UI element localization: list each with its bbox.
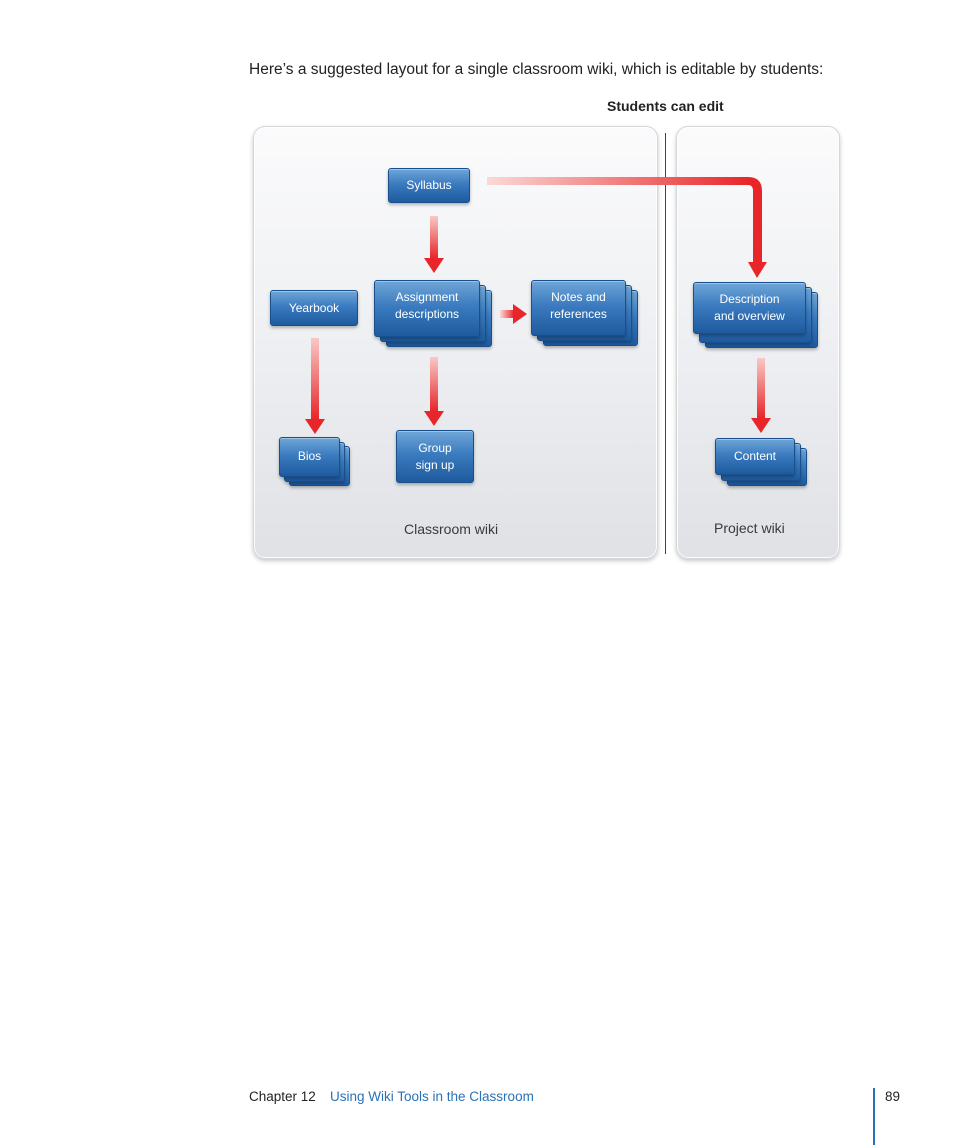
footer-chapter-title-link[interactable]: Using Wiki Tools in the Classroom bbox=[330, 1089, 534, 1104]
wiki-layout-diagram: Students can edit bbox=[253, 98, 840, 559]
content-box: Content bbox=[715, 438, 795, 475]
description-and-overview-box: Description and overview bbox=[693, 282, 806, 334]
arrow-syllabus-to-description bbox=[487, 177, 767, 278]
diagram-arrows bbox=[305, 177, 771, 434]
editable-divider-line bbox=[665, 133, 666, 554]
project-wiki-label: Project wiki bbox=[714, 520, 785, 536]
arrow-syllabus-to-assignment bbox=[424, 216, 444, 273]
arrow-assignment-to-notes bbox=[500, 304, 527, 324]
arrow-yearbook-to-bios bbox=[305, 338, 325, 434]
arrow-assignment-to-group bbox=[424, 357, 444, 426]
footer-page-number: 89 bbox=[885, 1089, 901, 1104]
arrow-description-to-content bbox=[751, 358, 771, 433]
classroom-wiki-label: Classroom wiki bbox=[404, 521, 499, 537]
footer-chapter-number: Chapter 12 bbox=[249, 1089, 316, 1104]
students-can-edit-label: Students can edit bbox=[607, 98, 724, 114]
intro-paragraph: Here’s a suggested layout for a single c… bbox=[249, 61, 824, 78]
bios-box: Bios bbox=[279, 437, 340, 477]
assignment-descriptions-box: Assignment descriptions bbox=[374, 280, 480, 337]
footer-divider-rule bbox=[873, 1088, 875, 1145]
group-sign-up-box: Group sign up bbox=[396, 430, 474, 483]
syllabus-box: Syllabus bbox=[388, 168, 470, 203]
yearbook-box: Yearbook bbox=[270, 290, 358, 326]
notes-and-references-box: Notes and references bbox=[531, 280, 626, 336]
